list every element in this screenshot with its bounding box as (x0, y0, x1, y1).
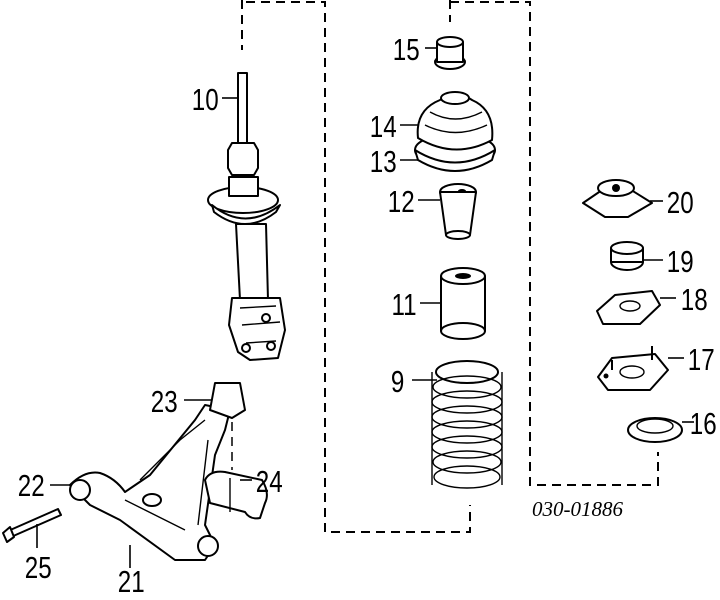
strut-mount (582, 179, 653, 218)
bump-stop-cap (434, 36, 466, 70)
callout-22: 22 (18, 468, 45, 503)
callout-17: 17 (688, 342, 715, 377)
callout-16: 16 (690, 406, 717, 441)
callout-10: 10 (192, 82, 219, 117)
callout-21: 21 (118, 564, 145, 599)
bump-stop (439, 183, 477, 240)
callout-15: 15 (393, 32, 420, 67)
group-bracket-right (449, 0, 659, 486)
callout-18: 18 (681, 282, 708, 317)
spring-washer (627, 417, 683, 443)
leader-lines (36, 47, 694, 568)
group-bracket-left (241, 0, 471, 533)
callout-9: 9 (391, 364, 404, 399)
callout-12: 12 (388, 184, 415, 219)
mounting-bolt (2, 508, 62, 543)
callout-13: 13 (370, 144, 397, 179)
strut-assembly (207, 72, 286, 361)
coil-spring (431, 360, 503, 489)
arm-bushing (209, 382, 246, 419)
spring-insulator (440, 267, 486, 340)
callout-25: 25 (25, 550, 52, 585)
callout-20: 20 (667, 185, 694, 220)
callout-11: 11 (392, 287, 417, 322)
upper-spring-seat (597, 346, 669, 391)
lower-control-arm (69, 404, 231, 561)
diagram-reference-code: 030-01886 (532, 497, 623, 521)
dust-boot (414, 91, 496, 172)
callout-14: 14 (370, 109, 397, 144)
callout-23: 23 (151, 384, 178, 419)
mount-bushing (610, 241, 644, 271)
stabilizer-bracket (204, 422, 268, 520)
mount-plate (596, 290, 661, 325)
callout-24: 24 (256, 464, 283, 499)
callout-19: 19 (667, 244, 694, 279)
